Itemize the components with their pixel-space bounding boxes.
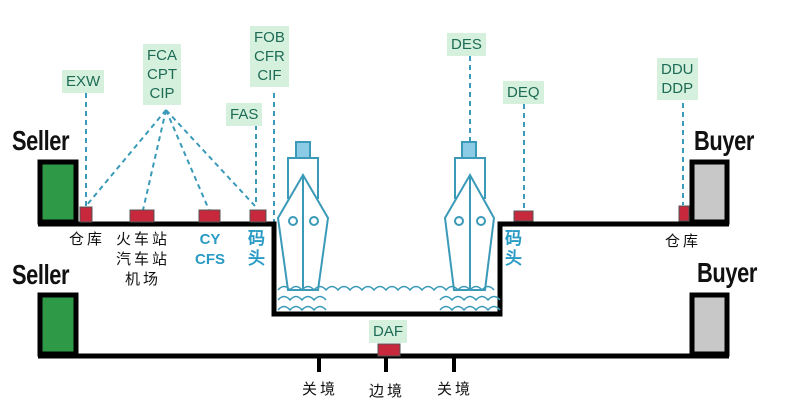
term-cif: CIF — [257, 67, 282, 84]
waves-icon — [277, 285, 501, 312]
place-customs-left: 关境 — [302, 380, 339, 398]
term-fca: FCA — [147, 47, 177, 64]
place-customs-right: 关境 — [437, 380, 474, 398]
place-border: 边境 — [369, 382, 406, 400]
term-group-ddu: DDU DDP — [657, 58, 698, 100]
term-fob: FOB — [254, 29, 285, 46]
term-fas: FAS — [226, 103, 263, 126]
term-daf: DAF — [369, 320, 407, 343]
term-cfr: CFR — [254, 48, 285, 65]
term-ddu: DDU — [661, 61, 694, 78]
buyer-warehouse-upper — [689, 159, 730, 225]
term-ddp: DDP — [661, 80, 694, 97]
wharf-char-2: 头 — [248, 249, 268, 268]
sea-route — [38, 221, 729, 317]
seller-warehouse-lower — [37, 292, 79, 357]
ship-icon — [443, 141, 496, 291]
dashed-leaders — [85, 56, 684, 222]
place-transport-hubs: 火车站 汽车站 机场 — [115, 229, 171, 289]
term-cpt: CPT — [147, 66, 177, 83]
place-warehouse-buyer: 仓库 — [665, 232, 702, 250]
term-group-fob: FOB CFR CIF — [250, 26, 289, 87]
place-train-station: 火车站 — [115, 230, 170, 248]
place-airport: 机场 — [124, 270, 161, 288]
ship-icon — [276, 141, 330, 291]
place-warehouse-seller: 仓库 — [69, 230, 106, 248]
wharf-char-1: 码 — [248, 229, 268, 248]
place-wharf-origin: 码 头 — [248, 229, 268, 269]
term-exw: EXW — [62, 70, 105, 93]
wharf-char-2: 头 — [505, 249, 525, 268]
seller-warehouse-upper — [37, 159, 79, 225]
place-bus-station: 汽车站 — [115, 250, 170, 268]
term-des: DES — [447, 33, 486, 56]
seller-label-upper: Seller — [12, 125, 70, 156]
seller-label-lower: Seller — [12, 259, 70, 290]
term-group-fca: FCA CPT CIP — [143, 44, 181, 105]
buyer-warehouse-lower — [689, 292, 730, 357]
delivery-markers — [79, 205, 690, 357]
term-deq: DEQ — [503, 81, 544, 104]
buyer-label-lower: Buyer — [697, 257, 757, 288]
place-cy: CY — [199, 231, 221, 248]
term-cip: CIP — [149, 85, 175, 102]
place-wharf-destination: 码 头 — [505, 229, 525, 269]
wharf-char-1: 码 — [505, 229, 525, 248]
border-ticks — [317, 356, 456, 372]
buyer-label-upper: Buyer — [694, 125, 754, 156]
place-cy-cfs: CY CFS — [195, 230, 225, 270]
place-cfs: CFS — [195, 251, 225, 268]
